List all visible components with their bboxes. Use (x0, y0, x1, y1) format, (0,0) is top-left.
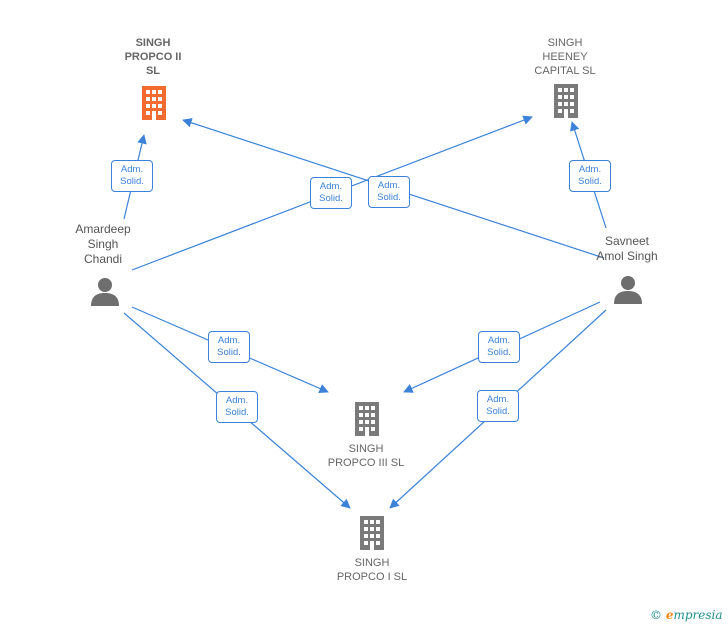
node-label-heeney: SINGH HEENEY CAPITAL SL (534, 37, 596, 77)
badge-line-2: Solid. (225, 407, 249, 418)
badge-line-1: Adm. (487, 335, 511, 346)
edge-badge[interactable]: Adm.Solid. (208, 331, 250, 363)
footer-brand: © empresia (650, 608, 723, 622)
node-label-propco1: SINGH PROPCO I SL (336, 557, 408, 583)
badge-line-1: Adm. (120, 164, 144, 175)
badge-line-2: Solid. (120, 176, 144, 187)
badge-line-1: Adm. (377, 180, 401, 191)
badge-line-1: Adm. (319, 181, 343, 192)
badge-line-1: Adm. (578, 164, 602, 175)
badge-line-2: Solid. (377, 192, 401, 203)
edge-badge[interactable]: Adm.Solid. (111, 160, 153, 192)
edge-badge[interactable]: Adm.Solid. (477, 390, 519, 422)
badge-line-2: Solid. (319, 193, 343, 204)
badge-line-1: Adm. (225, 395, 249, 406)
edge-badge[interactable]: Adm.Solid. (478, 331, 520, 363)
node-label-amardeep: Amardeep Singh Chandi (75, 222, 131, 266)
copyright-symbol: © (650, 608, 662, 622)
edge-badge[interactable]: Adm.Solid. (368, 176, 410, 208)
building-icon[interactable] (353, 402, 381, 436)
badge-line-2: Solid. (486, 406, 510, 417)
brand-logo-e: e (665, 608, 674, 622)
brand-logo-text: mpresia (673, 608, 723, 622)
building-icon[interactable] (140, 86, 168, 120)
edge-badge[interactable]: Adm.Solid. (310, 177, 352, 209)
building-icon[interactable] (358, 516, 386, 550)
person-icon[interactable] (90, 276, 120, 306)
edge-badge[interactable]: Adm.Solid. (216, 391, 258, 423)
person-icon[interactable] (613, 274, 643, 304)
badge-line-2: Solid. (487, 347, 511, 358)
node-label-savneet: Savneet Amol Singh (596, 234, 658, 263)
building-icon[interactable] (552, 84, 580, 118)
edge-badge[interactable]: Adm.Solid. (569, 160, 611, 192)
node-label-propco3: SINGH PROPCO III SL (327, 443, 405, 469)
node-label-propco2: SINGH PROPCO II SL (124, 37, 182, 77)
badge-line-2: Solid. (217, 347, 241, 358)
badge-line-2: Solid. (578, 176, 602, 187)
badge-line-1: Adm. (217, 335, 241, 346)
badge-line-1: Adm. (486, 394, 510, 405)
